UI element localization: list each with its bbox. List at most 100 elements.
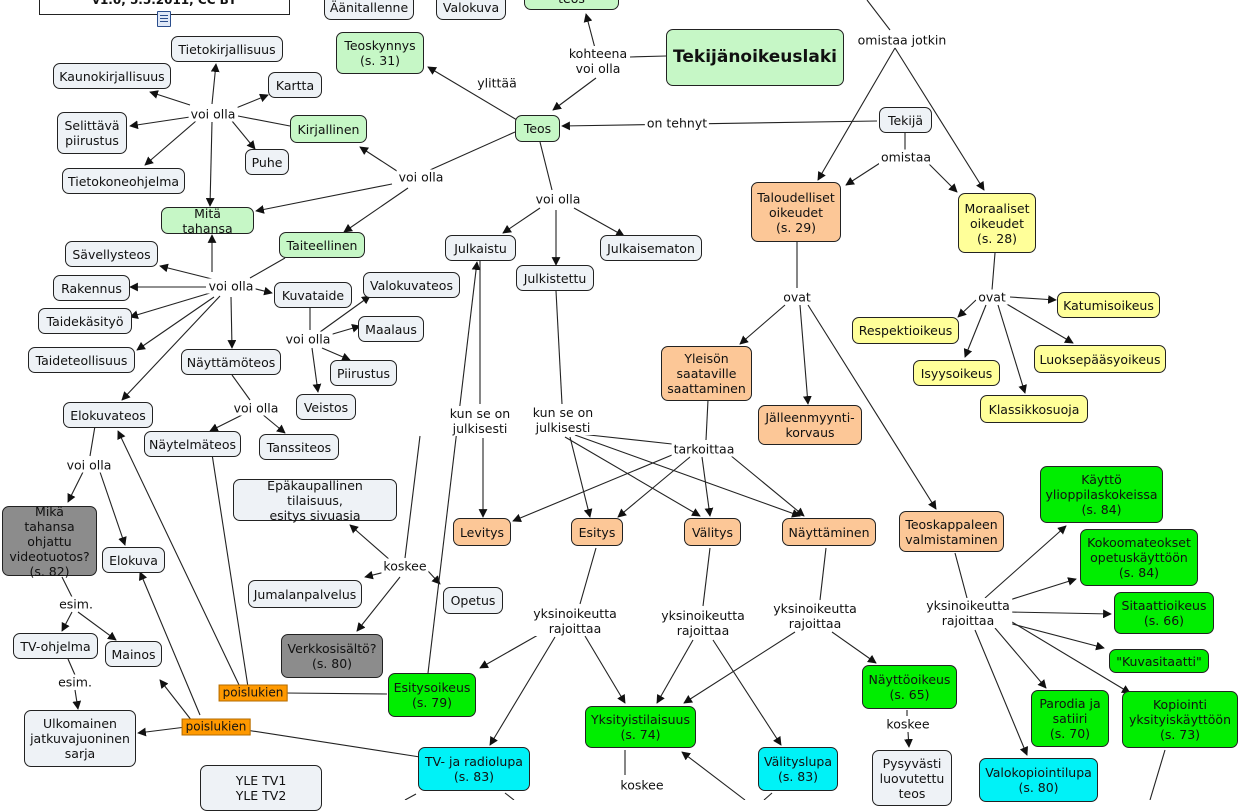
node-taidekasityo[interactable]: Taidekäsityö xyxy=(38,308,132,334)
node-kaytto-yo[interactable]: Käyttö ylioppilaskokeissa (s. 84) xyxy=(1040,466,1163,523)
label-yksinoikeutta-esitys: yksinoikeutta rajoittaa xyxy=(531,606,619,636)
node-moraaliset[interactable]: Moraaliset oikeudet (s. 28) xyxy=(958,193,1036,253)
node-veistos[interactable]: Veistos xyxy=(296,394,356,420)
node-nayttooikeus[interactable]: Näyttöoikeus (s. 65) xyxy=(862,665,957,709)
node-tekijanoikeuslaki[interactable]: Tekijänoikeuslaki xyxy=(666,29,844,86)
label-yksinoikeutta-nayttaminen: yksinoikeutta rajoittaa xyxy=(771,601,859,631)
node-yle[interactable]: YLE TV1 YLE TV2 xyxy=(200,765,322,811)
label-voi-olla-nayttamo: voi olla xyxy=(231,400,281,416)
node-naytelmateos[interactable]: Näytelmäteos xyxy=(144,431,241,457)
label-koskee-1: koskee xyxy=(381,558,429,574)
node-tietokirjallisuus[interactable]: Tietokirjallisuus xyxy=(171,36,283,62)
label-ovat-moraaliset: ovat xyxy=(976,289,1008,305)
node-teos-top[interactable]: teos xyxy=(524,0,619,10)
node-taideteollisuus[interactable]: Taideteollisuus xyxy=(28,347,135,373)
node-epakaupallinen[interactable]: Epäkaupallinen tilaisuus, esitys sivuasi… xyxy=(233,478,397,523)
node-verkkosisalto[interactable]: Verkkosisältö? (s. 80) xyxy=(281,634,383,678)
node-klassikkosuoja[interactable]: Klassikkosuoja xyxy=(980,395,1088,423)
node-julkaisematon[interactable]: Julkaisematon xyxy=(600,235,702,261)
label-esim-2: esim. xyxy=(56,674,94,690)
node-piirustus[interactable]: Piirustus xyxy=(330,360,397,386)
node-kuvasitaatti[interactable]: "Kuvasitaatti" xyxy=(1109,649,1209,673)
label-poislukien-1: poislukien xyxy=(218,684,288,702)
node-maalaus[interactable]: Maalaus xyxy=(358,316,424,342)
node-kaunokirjallisuus[interactable]: Kaunokirjallisuus xyxy=(53,63,171,89)
node-taloudelliset[interactable]: Taloudelliset oikeudet (s. 29) xyxy=(751,182,841,242)
label-voi-olla-teos: voi olla xyxy=(396,169,446,185)
label-on-tehnyt: on tehnyt xyxy=(644,115,710,131)
node-julkaistu[interactable]: Julkaistu xyxy=(445,235,516,261)
node-tv-radiolupa[interactable]: TV- ja radiolupa (s. 83) xyxy=(418,747,530,791)
node-parodia[interactable]: Parodia ja satiiri (s. 70) xyxy=(1031,690,1109,747)
node-mainos[interactable]: Mainos xyxy=(105,641,162,667)
node-mita-tahansa[interactable]: Mitä tahansa xyxy=(161,206,254,236)
label-kun-julkisesti-1: kun se on julkisesti xyxy=(447,406,513,436)
node-kopiointi[interactable]: Kopiointi yksityiskäyttöön (s. 73) xyxy=(1122,691,1238,748)
node-valokuvateos[interactable]: Valokuvateos xyxy=(363,272,460,298)
label-ylittaa: ylittää xyxy=(475,75,519,91)
node-esitys[interactable]: Esitys xyxy=(571,518,623,546)
node-nayttaminen[interactable]: Näyttäminen xyxy=(782,518,876,546)
node-luoksepaasyoikeus[interactable]: Luoksepääsyoikeus xyxy=(1034,345,1166,373)
label-yksinoikeutta-valitys: yksinoikeutta rajoittaa xyxy=(659,608,747,638)
node-tekija[interactable]: Tekijä xyxy=(879,107,932,133)
label-koskee-2: koskee xyxy=(884,716,932,732)
node-valityslupa[interactable]: Välityslupa (s. 83) xyxy=(758,747,838,791)
node-elokuvateos[interactable]: Elokuvateos xyxy=(63,402,153,428)
node-jalleenmyynti[interactable]: Jälleenmyynti- korvaus xyxy=(758,405,862,445)
node-esitysoikeus[interactable]: Esitysoikeus (s. 79) xyxy=(388,673,476,717)
node-levitys[interactable]: Levitys xyxy=(453,518,511,546)
node-tietokoneohjelma[interactable]: Tietokoneohjelma xyxy=(62,168,185,194)
label-esim-1: esim. xyxy=(57,596,95,612)
node-teos[interactable]: Teos xyxy=(515,115,560,142)
node-valokuva[interactable]: Valokuva xyxy=(436,0,506,20)
label-tarkoittaa: tarkoittaa xyxy=(671,441,737,457)
node-jumalanpalvelus[interactable]: Jumalanpalvelus xyxy=(248,580,362,608)
version-text: v1.0, 5.5.2011, CC BY xyxy=(92,0,237,7)
label-yksinoikeutta-teoskappale: yksinoikeutta rajoittaa xyxy=(924,598,1012,628)
node-rakennus[interactable]: Rakennus xyxy=(53,275,130,301)
node-kuvataide[interactable]: Kuvataide xyxy=(274,282,352,308)
node-ulkomainen[interactable]: Ulkomainen jatkuvajuoninen sarja xyxy=(24,710,136,767)
label-kun-julkisesti-2: kun se on julkisesti xyxy=(530,405,596,435)
node-julkistettu[interactable]: Julkistettu xyxy=(516,265,594,291)
label-omistaa: omistaa xyxy=(878,149,934,165)
label-voi-olla-julkaisu: voi olla xyxy=(533,191,583,207)
node-savellysteos[interactable]: Sävellysteos xyxy=(65,241,158,267)
node-katumisoikeus[interactable]: Katumisoikeus xyxy=(1057,292,1160,318)
node-valitys[interactable]: Välitys xyxy=(684,518,741,546)
node-mika-tahansa[interactable]: Mikä tahansa ohjattu videotuotos? (s. 82… xyxy=(2,504,97,579)
label-voi-olla-kuvataide: voi olla xyxy=(283,331,333,347)
node-tv-ohjelma[interactable]: TV-ohjelma xyxy=(13,633,98,659)
node-sitaattioikeus[interactable]: Sitaattioikeus (s. 66) xyxy=(1114,592,1214,634)
node-isyysoikeus[interactable]: Isyysoikeus xyxy=(913,360,1000,386)
node-teoskappaleen[interactable]: Teoskappaleen valmistaminen xyxy=(899,511,1004,552)
node-selittava[interactable]: Selittävä piirustus xyxy=(57,112,127,154)
node-kartta[interactable]: Kartta xyxy=(268,72,322,98)
node-yksityistilaisuus[interactable]: Yksityistilaisuus (s. 74) xyxy=(585,706,696,748)
node-puhe[interactable]: Puhe xyxy=(245,149,289,175)
node-kokoomateokset[interactable]: Kokoomateokset opetuskäyttöön (s. 84) xyxy=(1080,529,1198,586)
label-voi-olla-elokuva: voi olla xyxy=(64,457,114,473)
label-voi-olla-kirjallinen: voi olla xyxy=(188,106,238,122)
label-poislukien-2: poislukien xyxy=(181,718,251,736)
document-icon[interactable] xyxy=(157,11,171,27)
label-voi-olla-taiteellinen: voi olla xyxy=(206,278,256,294)
node-yleison[interactable]: Yleisön saataville saattaminen xyxy=(661,346,752,401)
label-kohteena: kohteena voi olla xyxy=(566,46,630,76)
node-valokopiointilupa[interactable]: Valokopiointilupa (s. 80) xyxy=(979,758,1098,802)
node-teoskynnys[interactable]: Teoskynnys (s. 31) xyxy=(336,32,424,74)
node-elokuva[interactable]: Elokuva xyxy=(102,547,165,573)
node-respektioikeus[interactable]: Respektioikeus xyxy=(852,317,959,344)
node-pysyvasti[interactable]: Pysyvästi luovutettu teos xyxy=(872,750,952,806)
node-nayttamoteos[interactable]: Näyttämöteos xyxy=(181,349,281,375)
node-tanssiteos[interactable]: Tanssiteos xyxy=(259,434,339,460)
node-taiteellinen[interactable]: Taiteellinen xyxy=(279,232,365,258)
label-omistaa-jotkin: omistaa jotkin xyxy=(855,32,949,48)
label-koskee-3: koskee xyxy=(618,777,666,793)
label-ovat-taloudelliset: ovat xyxy=(781,289,813,305)
node-opetus[interactable]: Opetus xyxy=(443,587,503,614)
node-aanitallenne[interactable]: Äänitallenne xyxy=(324,0,414,20)
node-kirjallinen[interactable]: Kirjallinen xyxy=(290,115,367,143)
